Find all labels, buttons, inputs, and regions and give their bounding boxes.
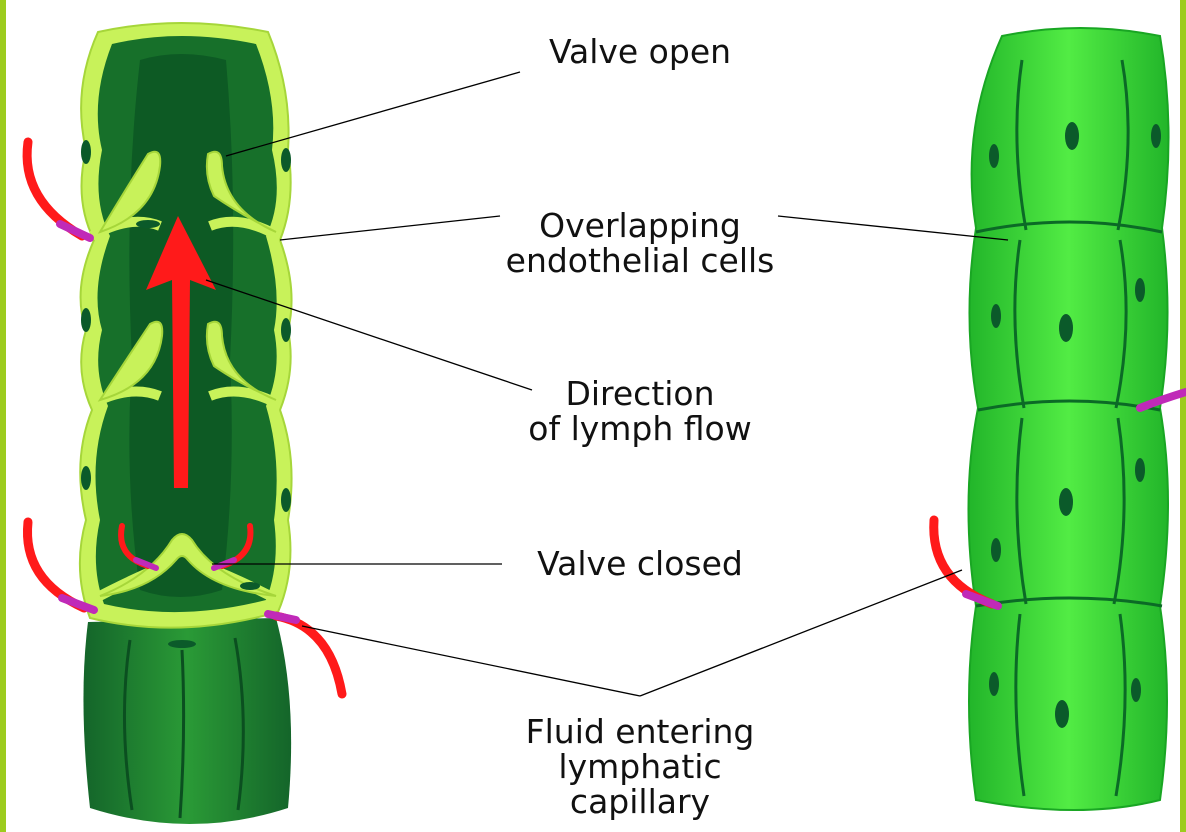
leader-overlap-left	[280, 216, 500, 240]
sectioned-capillary	[27, 23, 342, 824]
label-overlapping-endothelial-cells: Overlapping endothelial cells	[470, 208, 810, 278]
leader-fluid-left	[302, 626, 640, 696]
leader-overlap-right	[778, 216, 1008, 240]
label-fluid-entering-lymphatic-capillary: Fluid entering lymphatic capillary	[470, 714, 810, 819]
intact-lower-section	[83, 618, 291, 824]
intact-capillary	[934, 28, 1186, 810]
label-valve-closed: Valve closed	[470, 546, 810, 581]
leader-fluid-right	[640, 570, 962, 696]
label-direction-of-lymph-flow: Direction of lymph flow	[470, 376, 810, 446]
label-valve-open: Valve open	[470, 34, 810, 69]
